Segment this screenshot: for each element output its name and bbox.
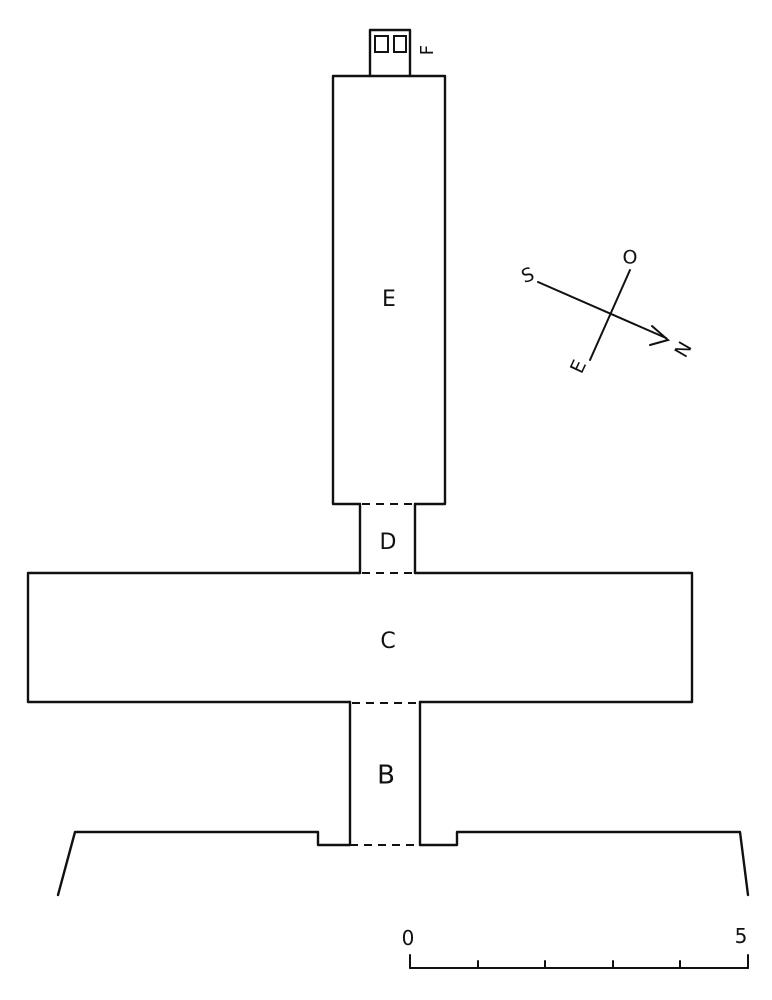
room-label-e: E (382, 287, 396, 312)
compass-south-label: S (518, 263, 537, 288)
compass-north-label: N (670, 338, 696, 361)
compass-west-label: O (623, 247, 638, 269)
room-label-d: D (380, 530, 397, 555)
compass-rose: S O N E (518, 247, 696, 377)
room-label-f: F (417, 45, 438, 55)
scale-start-label: 0 (402, 926, 415, 950)
facade-walls (56, 830, 750, 897)
compass-east-label: E (566, 357, 591, 377)
passage-d (358, 502, 417, 575)
niche-f (368, 28, 412, 78)
compass-ns-axis (537, 281, 667, 339)
room-label-c: C (380, 629, 395, 654)
chamber-e (331, 74, 447, 506)
scale-bar: 0 5 (402, 924, 749, 969)
corridor-b (348, 700, 422, 847)
hall-c (26, 571, 694, 704)
scale-end-label: 5 (735, 924, 748, 948)
north-arrow-icon (649, 325, 671, 346)
compass-ew-axis (589, 269, 631, 361)
room-label-b: B (377, 761, 395, 791)
